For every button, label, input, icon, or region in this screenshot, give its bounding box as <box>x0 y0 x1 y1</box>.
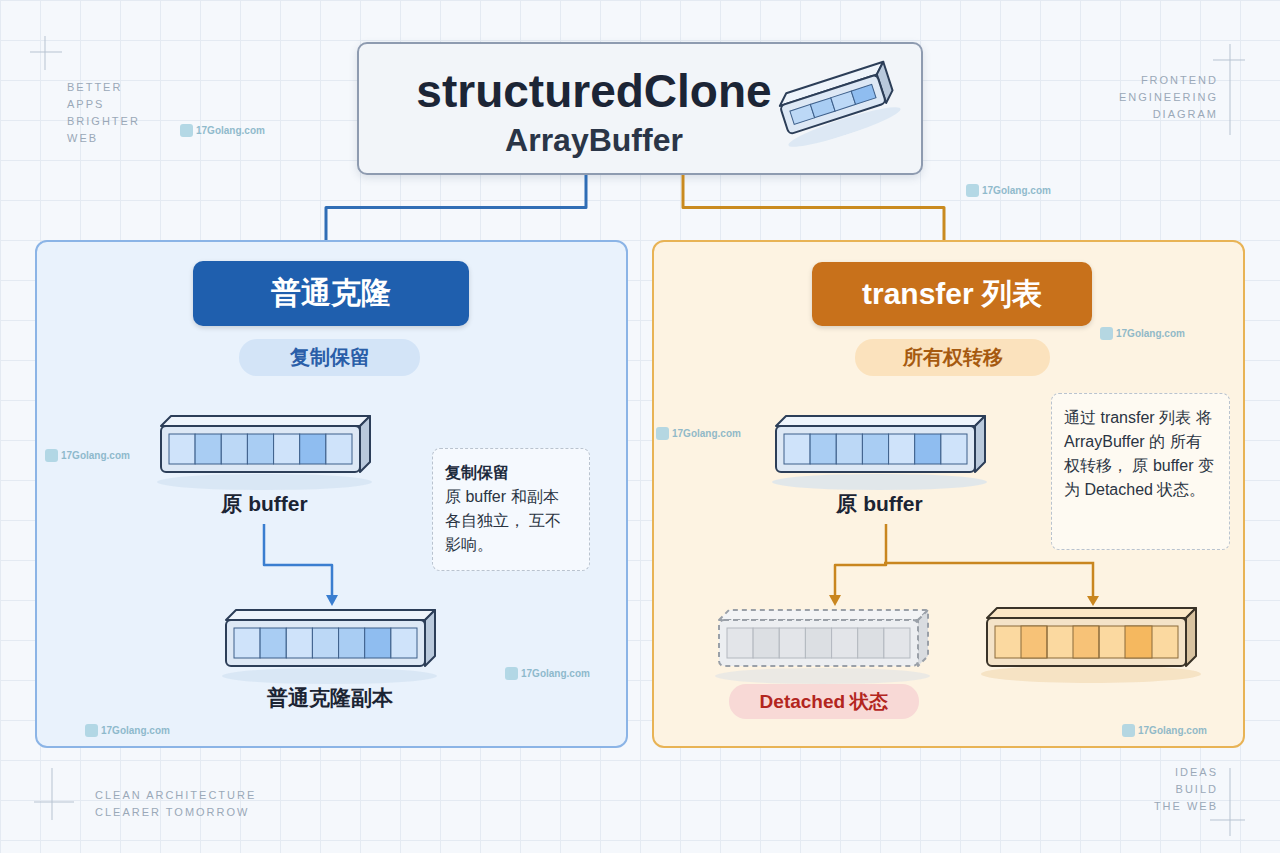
watermark: 17Golang.com <box>45 449 130 462</box>
buffer-icon <box>772 412 987 490</box>
title-text: structuredClone <box>359 64 829 118</box>
buffer-label: 原 buffer <box>152 490 377 518</box>
panel-subheading: 所有权转移 <box>855 339 1050 376</box>
connector-line <box>264 524 332 598</box>
watermark-icon <box>505 667 518 680</box>
watermark-icon <box>966 184 979 197</box>
status-badge: Detached 状态 <box>729 684 919 719</box>
buffer-graphic <box>157 412 372 494</box>
buffer-icon <box>772 57 903 152</box>
watermark: 17Golang.com <box>1122 724 1207 737</box>
watermark-text: 17Golang.com <box>1116 328 1185 339</box>
watermark-icon <box>45 449 58 462</box>
note-body: 通过 transfer 列表 将 ArrayBuffer 的 所有权转移， 原 … <box>1064 406 1217 502</box>
corner-crosshair <box>30 36 1245 836</box>
note-heading: 复制保留 <box>445 461 577 485</box>
watermark: 17Golang.com <box>1100 327 1185 340</box>
buffer-illustration <box>772 57 905 156</box>
hero-node: structuredCloneArrayBuffer <box>357 42 923 175</box>
buffer-label: 普通克隆副本 <box>212 684 447 712</box>
watermark-text: 17Golang.com <box>1138 725 1207 736</box>
arrow-head <box>829 595 841 606</box>
watermark-text: 17Golang.com <box>196 125 265 136</box>
corner-tagline: CLEAN ARCHITECTURE CLEARER TOMORROW <box>95 787 265 821</box>
watermark-icon <box>1100 327 1113 340</box>
connector <box>326 175 586 240</box>
panel-heading: 普通克隆 <box>193 261 469 326</box>
connector-line <box>835 524 886 598</box>
watermark-icon <box>85 724 98 737</box>
corner-tagline: BETTER APPS BRIGHTER WEB <box>67 79 157 147</box>
connector-line <box>326 175 586 240</box>
note-node: 通过 transfer 列表 将 ArrayBuffer 的 所有权转移， 原 … <box>1051 393 1230 550</box>
panel-heading: transfer 列表 <box>812 262 1092 326</box>
buffer-graphic <box>222 606 437 688</box>
buffer-icon <box>157 412 372 490</box>
watermark-text: 17Golang.com <box>101 725 170 736</box>
connector-line <box>683 175 944 240</box>
watermark-text: 17Golang.com <box>61 450 130 461</box>
watermark-text: 17Golang.com <box>982 185 1051 196</box>
note-body: 原 buffer 和副本 各自独立， 互不影响。 <box>445 485 577 557</box>
connector <box>264 524 338 606</box>
watermark-icon <box>656 427 669 440</box>
watermark-text: 17Golang.com <box>521 668 590 679</box>
watermark-icon <box>1122 724 1135 737</box>
subtitle-text: ArrayBuffer <box>359 122 829 159</box>
watermark: 17Golang.com <box>656 427 741 440</box>
buffer-label: 原 buffer <box>757 490 1002 518</box>
detached-node: Detached 状态 <box>702 606 942 722</box>
note-node: 复制保留原 buffer 和副本 各自独立， 互不影响。 <box>432 448 590 571</box>
corner-tagline: IDEAS BUILD THE WEB <box>1146 764 1218 815</box>
connector <box>683 175 944 240</box>
buffer-node: 原 buffer <box>757 412 1002 524</box>
buffer-graphic <box>715 606 930 688</box>
watermark: 17Golang.com <box>966 184 1051 197</box>
buffer-icon <box>715 606 930 684</box>
buffer-icon <box>222 606 437 684</box>
panel-node: transfer 列表所有权转移原 bufferDetached 状态 通过 tr… <box>652 240 1245 748</box>
buffer-node: 普通克隆副本 <box>212 606 447 722</box>
watermark: 17Golang.com <box>180 124 265 137</box>
buffer-node: 原 buffer <box>152 412 377 524</box>
buffer-graphic <box>772 412 987 494</box>
panel-subheading: 复制保留 <box>239 339 420 376</box>
watermark-icon <box>180 124 193 137</box>
watermark: 17Golang.com <box>505 667 590 680</box>
watermark: 17Golang.com <box>85 724 170 737</box>
watermark-text: 17Golang.com <box>672 428 741 439</box>
corner-tagline: FRONTEND ENGINEERING DIAGRAM <box>1096 72 1218 123</box>
connector <box>829 524 886 606</box>
arrow-head <box>326 595 338 606</box>
